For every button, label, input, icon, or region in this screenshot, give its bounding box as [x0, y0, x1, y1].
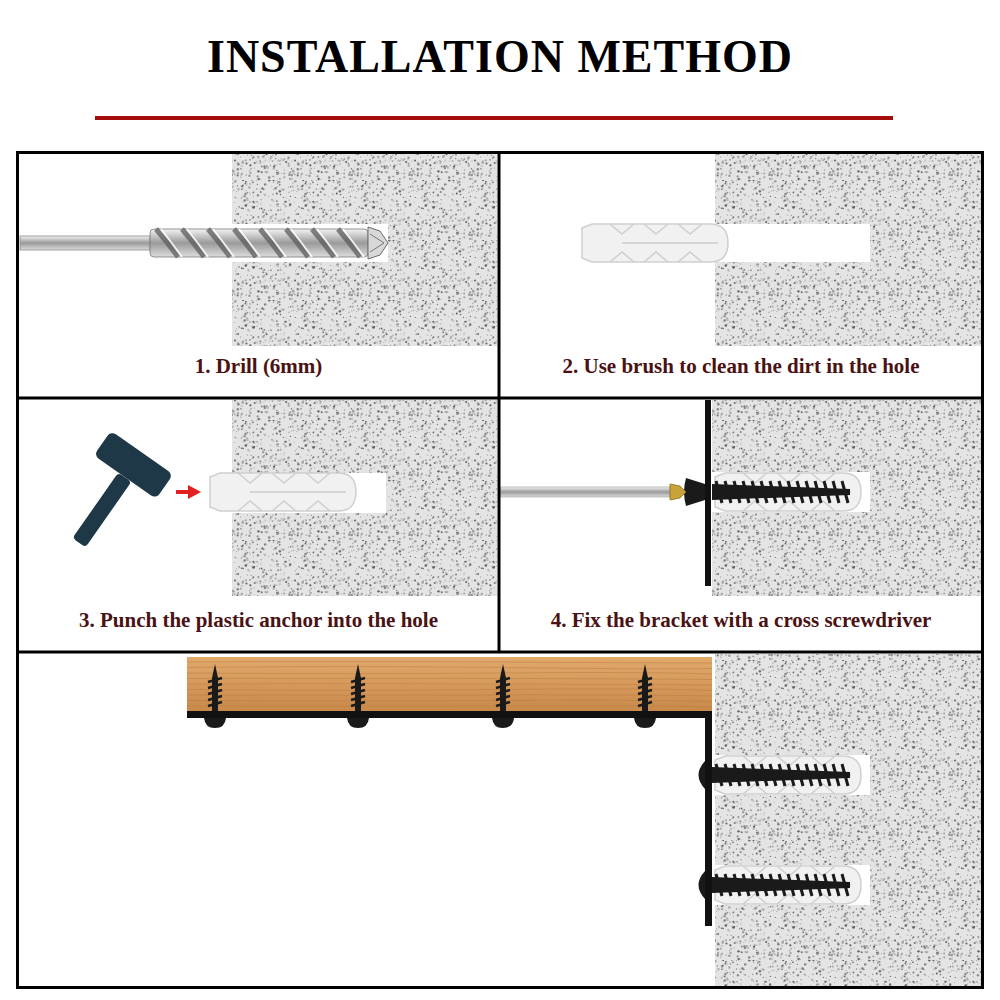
step-panel: 3. Punch the plastic anchor into the hol…	[19, 400, 498, 651]
step-panel: 2. Use brush to clean the dirt in the ho…	[501, 154, 981, 397]
step-panel: 1. Drill (6mm)	[19, 154, 498, 397]
page-title: INSTALLATION METHOD	[0, 30, 1000, 83]
step-caption: 1. Drill (6mm)	[189, 352, 329, 381]
step-panel: 4. Fix the bracket with a cross screwdri…	[501, 400, 981, 651]
step-caption: 3. Punch the plastic anchor into the hol…	[73, 606, 444, 635]
step-caption: 4. Fix the bracket with a cross screwdri…	[545, 606, 938, 635]
step-caption: 2. Use brush to clean the dirt in the ho…	[557, 352, 926, 381]
